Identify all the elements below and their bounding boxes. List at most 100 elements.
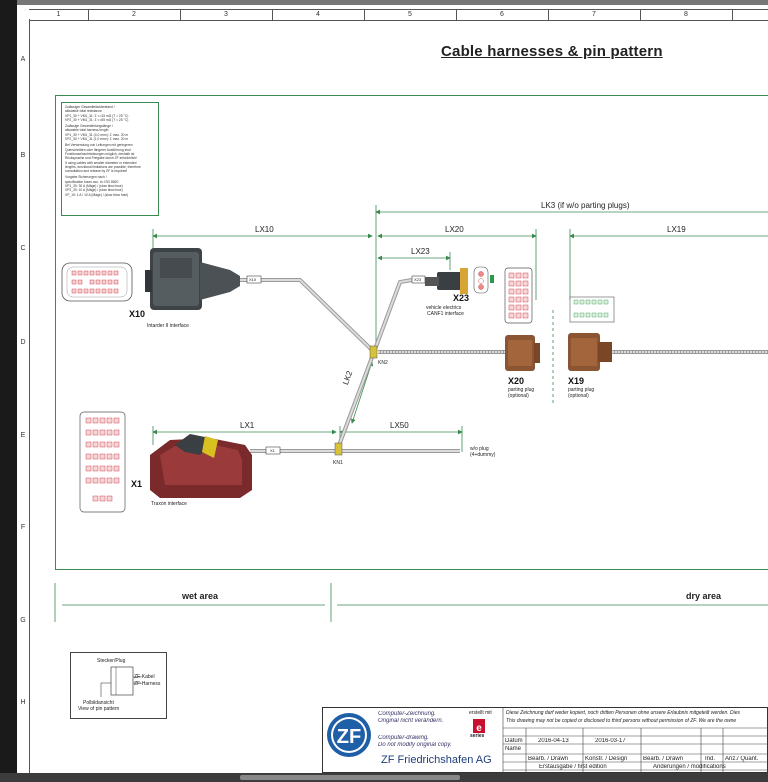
spec-line: consultation and release by ZF is requir… [65, 169, 128, 174]
notice-en: This drawing may not be copied or disclo… [506, 718, 737, 724]
x50-end-1: w/o plug [470, 446, 489, 452]
legend-kabel: ZF-Kabel [134, 674, 155, 680]
x1-desc: Traxon interface [151, 501, 187, 507]
tag-x23: X23 [414, 277, 422, 282]
title-block: ZF Computer-Zeichnung. Original nicht ve… [322, 707, 768, 773]
node-kn2: KN2 [378, 360, 388, 366]
notice-de: Diese Zeichnung darf weder kopiert, noch… [506, 710, 741, 716]
x19-desc-2: (optional) [568, 393, 589, 399]
spec-line: Funktionseinschränkungen möglich, deshal… [65, 151, 135, 156]
spec-line: VP2_30 + VM1_31 (1,0 mm²): Σ max. 20 m [65, 137, 129, 142]
spec-line: VP2_30: 10 A (Mäge) / (slow blow fuse) [65, 188, 123, 193]
ruler-col-1: 1 [29, 10, 89, 20]
dim-lx23: LX23 [411, 247, 430, 256]
ruler-row-b: B [20, 152, 26, 159]
ruler-col-3: 3 [180, 10, 273, 20]
x10-desc: Intarder II interface [147, 323, 189, 329]
dry-area-label: dry area [686, 591, 722, 601]
spec-line: Rücksprache und Freigabe durch ZF erford… [65, 156, 138, 161]
spec-line: allowable total harness length [65, 128, 109, 133]
column-ruler: 1 2 3 4 5 6 7 8 [29, 9, 768, 21]
ruler-row-h: H [20, 699, 26, 706]
datum-label: Datum [505, 738, 523, 744]
horizontal-scrollbar[interactable] [0, 773, 768, 782]
x19-connector [568, 333, 612, 371]
wet-area-label: wet area [182, 591, 219, 601]
x20-desc-2: (optional) [508, 393, 529, 399]
x19-label: X19 [568, 376, 585, 386]
computer-drawing-de: Computer-Zeichnung. [378, 711, 436, 717]
x10-label: X10 [129, 309, 146, 319]
drawn-label-1: Bearb. / Drawn [528, 756, 569, 762]
computer-drawing-en: Computer-drawing. [378, 735, 429, 741]
ruler-row-d: D [20, 339, 26, 346]
legend-box: Stecker/Plug ZF-Kabel ZF-Harness Polbild… [70, 652, 167, 719]
x23-desc-2: CANF1 interface [427, 311, 464, 317]
spec-line: VP2_30 + VM1_31: Σ <=65 mΩ (T = 25 °C) [65, 117, 129, 122]
name-label: Name [505, 746, 522, 752]
series-label: series [470, 733, 485, 739]
ruler-col-4: 4 [272, 10, 365, 20]
scrollbar-thumb[interactable] [240, 775, 460, 780]
node-kn1: KN1 [333, 460, 343, 466]
x1-label: X1 [131, 479, 143, 489]
x19-desc-1: parting plug [568, 387, 595, 393]
created-with: erstellt mit [469, 710, 492, 716]
spec-line: Querschnitten oder längerer Ausführung s… [65, 147, 131, 152]
x10-connector [145, 248, 240, 310]
ruler-col-6: 6 [456, 10, 549, 20]
ind-label: Ind. [705, 756, 716, 762]
tag-x10: X10 [249, 277, 257, 282]
e3-series-logo-icon: e [473, 719, 485, 734]
x50-end-2: (4+dummy) [470, 452, 496, 458]
viewer-left-frame [0, 0, 17, 773]
date-1: 2016-04-13 [538, 738, 569, 744]
spec-line: Bei Verwendung von Leitungen mit geringe… [65, 143, 133, 148]
ruler-col-5: 5 [364, 10, 457, 20]
x10-pin-pattern [61, 262, 133, 302]
cable-tags [246, 275, 426, 455]
computer-drawing-en-2: Do not modify original copy. [378, 742, 452, 748]
spec-line: Vorgabe Sicherungen nach / [65, 175, 107, 180]
x20-desc-1: parting plug [508, 387, 535, 393]
company-name: ZF Friedrichshafen AG [381, 754, 492, 766]
spec-line: Zulässiger Gesamtleitwiderstand / [65, 105, 115, 109]
legend-drawing [100, 666, 141, 697]
splice-nodes [334, 345, 378, 456]
cables [240, 278, 768, 453]
ruler-col-7: 7 [548, 10, 641, 20]
title-block-grid [502, 708, 768, 773]
x23-label: X23 [453, 293, 470, 303]
dimension-lines [152, 205, 768, 452]
viewer-top-border [17, 0, 768, 5]
first-edition-label: Erstausgabe / first edition [539, 764, 607, 770]
svg-text:ZF: ZF [337, 726, 361, 748]
spec-line: If using cables with smaller diameter or… [65, 160, 137, 165]
x1-pin-pattern [79, 411, 126, 513]
row-ruler: A B C D E F G H [17, 19, 30, 773]
x23-connector [425, 266, 494, 294]
spec-line: allowable total resistance [65, 109, 102, 114]
spec-line: VP1_30 + VM1_31: Σ <=15 mΩ (T = 25 °C) [65, 113, 129, 118]
ruler-row-c: C [20, 245, 26, 252]
specification-box: Zulässiger Gesamtleitwiderstand / allowa… [61, 102, 159, 216]
spec-line: Zulässige Gesamtleitungslänge / [65, 124, 113, 129]
legend-pinview-de: Polbildansicht [83, 700, 114, 706]
x23-desc-1: vehicle electrics [426, 305, 462, 311]
ruler-row-f: F [20, 524, 26, 531]
legend-plug: Stecker/Plug [97, 658, 126, 664]
ruler-col-2: 2 [88, 10, 181, 20]
dim-lk3: LK3 (if w/o parting plugs) [541, 201, 630, 210]
spec-line: VP1_30: 30 A (Mäge) / (slow blow fuse) [65, 184, 123, 189]
x20-pin-pattern [504, 267, 533, 324]
dim-lx1: LX1 [240, 421, 255, 430]
x1-connector [150, 434, 252, 498]
drawn-label-2: Bearb. / Drawn [643, 756, 684, 762]
dim-lx20: LX20 [445, 225, 464, 234]
modifications-label: Änderungen / modifications [653, 764, 726, 770]
ruler-row-a: A [20, 56, 26, 63]
x19-pin-pattern [569, 296, 615, 323]
